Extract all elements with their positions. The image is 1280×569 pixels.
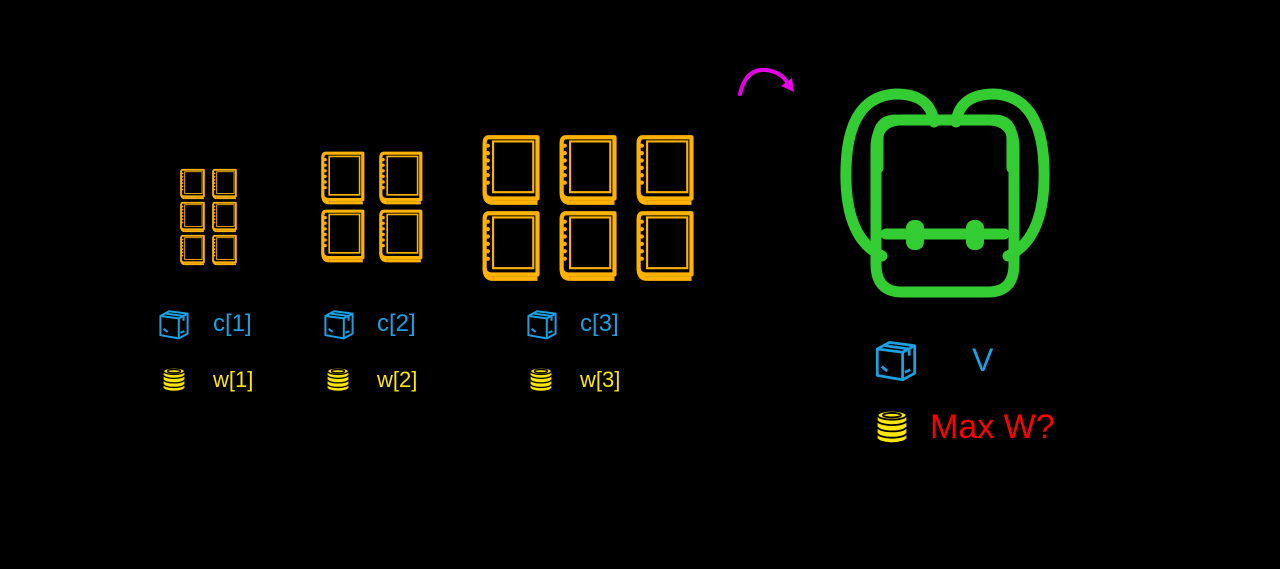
book-icon (632, 209, 696, 283)
box-icon (323, 308, 355, 340)
book-icon (178, 201, 206, 233)
book-group-3 (478, 133, 698, 283)
cost-label-2: c[2] (377, 310, 416, 337)
cost-label-3: c[3] (580, 310, 619, 337)
weight-label-1: w[1] (213, 367, 254, 392)
book-icon (478, 133, 542, 207)
book-group-1 (178, 168, 240, 266)
book-icon (555, 209, 619, 283)
book-icon (178, 168, 206, 200)
book-icon (478, 209, 542, 283)
book-icon (376, 208, 424, 264)
cost-label-1: c[1] (213, 310, 252, 337)
box-icon (526, 308, 558, 340)
book-icon (376, 150, 424, 206)
curved-arrow-icon (738, 67, 794, 96)
coin-stack-icon (161, 365, 187, 393)
backpack-icon (840, 88, 1050, 298)
coin-stack-icon (874, 404, 910, 448)
box-icon (874, 338, 918, 382)
book-group-2 (318, 150, 428, 266)
book-icon (555, 133, 619, 207)
book-icon (632, 133, 696, 207)
book-icon (318, 208, 366, 264)
coin-stack-icon (325, 365, 351, 393)
box-icon (158, 308, 190, 340)
book-icon (318, 150, 366, 206)
coin-stack-icon (528, 365, 554, 393)
book-icon (210, 234, 238, 266)
book-icon (210, 168, 238, 200)
max-weight-question: Max W? (930, 408, 1055, 446)
book-icon (178, 234, 206, 266)
weight-label-2: w[2] (377, 367, 418, 392)
capacity-label: V (972, 342, 994, 378)
book-icon (210, 201, 238, 233)
weight-label-3: w[3] (580, 367, 621, 392)
